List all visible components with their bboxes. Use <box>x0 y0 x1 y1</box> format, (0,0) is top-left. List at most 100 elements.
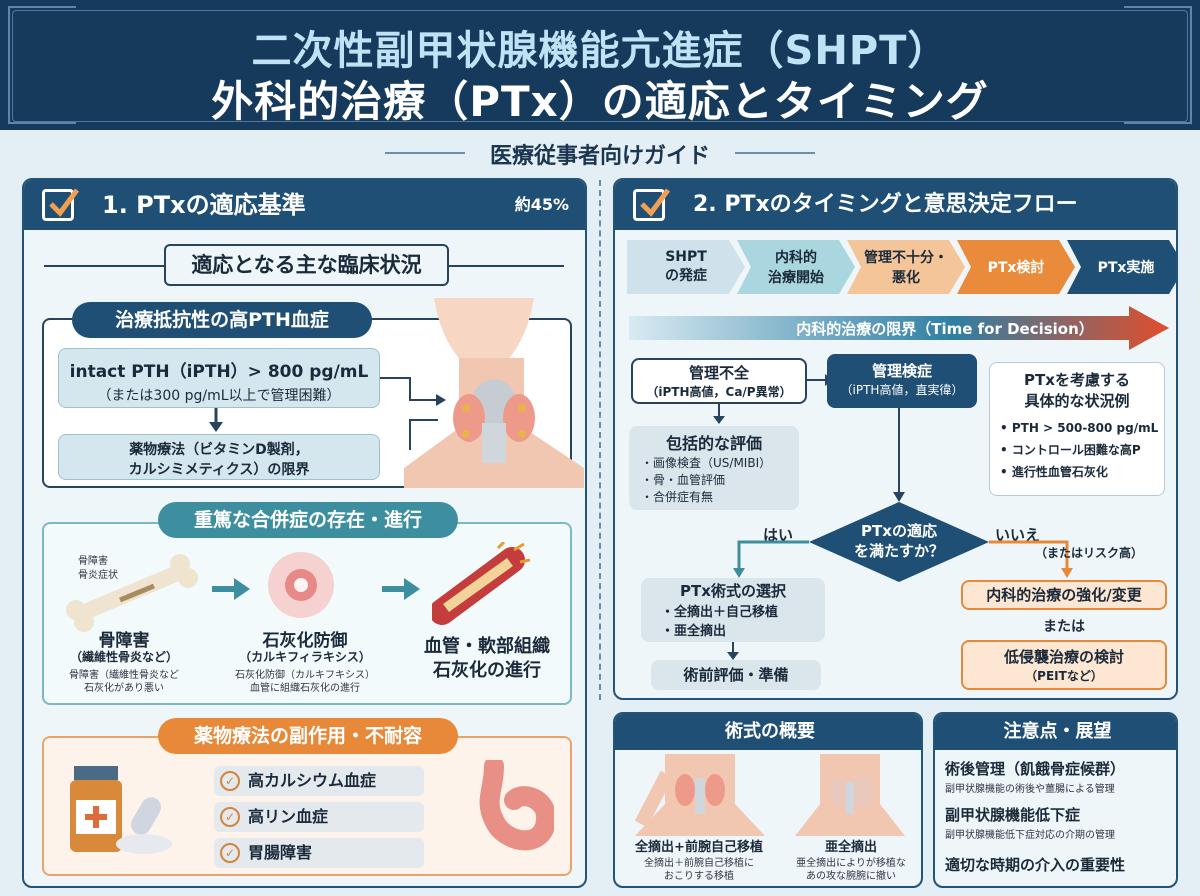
time-limit-arrow <box>629 306 1169 350</box>
down-arrow-icon <box>713 404 725 424</box>
surgery-choice-box: PTx術式の選択 ・全摘出＋自己移植 ・亜全摘出 <box>641 578 825 642</box>
drug-limit-line1: 薬物療法（ビタミンD製剤， <box>129 442 309 458</box>
no-arrow <box>989 540 1073 578</box>
right-arrow-icon <box>382 578 420 600</box>
column-divider <box>599 180 601 700</box>
checkbox-icon <box>633 188 671 221</box>
page-title-line2: 外科的治療（PTx）の適応とタイミング <box>211 77 989 126</box>
surgery-title: 全摘出+前腕自己移植 <box>635 840 763 855</box>
checkbox-icon <box>42 188 80 221</box>
surgery-title: 亜全摘出 <box>824 840 877 855</box>
section1-header: 1. PTxの適応基準 約45% <box>24 180 585 230</box>
check-circle-icon: ✓ <box>220 843 240 863</box>
complication-sub: 石灰化の進行 <box>433 660 541 681</box>
side-effects-heading: 薬物療法の副作用・不耐容 <box>158 718 458 754</box>
bone-icon <box>66 554 198 632</box>
complication-note: 血管に組織石灰化の進行 <box>250 683 360 694</box>
criteria-main: intact PTH（iPTH）> 800 pg/mL <box>69 362 369 382</box>
evaluation-item: ・画像検査（US/MIBI） <box>641 456 772 470</box>
decision-diamond <box>809 502 989 582</box>
divider <box>385 152 465 154</box>
consider-box: PTxを考慮する 具体的な状況例 • PTH > 500-800 pg/mL •… <box>989 362 1165 496</box>
corner-ornament <box>8 56 76 124</box>
header-frame <box>12 10 1188 122</box>
surgery-choice-item: ・全摘出＋自己移植 <box>661 605 779 620</box>
consider-heading-line2: 具体的な状況例 <box>1024 392 1130 410</box>
poor-control-line2: （iPTH高値，Ca/P異常） <box>646 385 792 399</box>
section1-panel: 1. PTxの適応基準 約45% 適応となる主な臨床状況 治療抵抗性の高PTH血… <box>22 178 587 888</box>
clinical-heading: 適応となる主な臨床状況 <box>164 244 449 286</box>
page-subtitle: 医療従事者向けガイド <box>489 144 710 169</box>
bone-tag-line1: 骨障害 <box>78 556 108 567</box>
surgery-choice-item: ・亜全摘出 <box>661 624 727 639</box>
side-effect-item: ✓高カルシウム血症 <box>214 766 424 796</box>
neck-thyroid-illustration <box>404 298 584 488</box>
complication-title: 骨障害 <box>98 631 150 651</box>
decision-no: いいえ <box>995 526 1041 544</box>
complication-sub: （カルキフィラキシス） <box>239 650 371 664</box>
surgery-overview-panel: 術式の概要 全摘出+前腕自己移植 全摘出＋前腕自己移植に おこりする移植 亜全摘… <box>613 712 923 888</box>
time-limit-label: 内科的治療の限界（Time for Decision） <box>796 320 1094 338</box>
flow-chevron <box>957 240 1075 294</box>
surgery-note: あの攻な腕腕に撤い <box>806 871 896 882</box>
bone-tag-line2: 骨炎症状 <box>78 570 118 581</box>
complications-heading: 重篤な合併症の存在・進行 <box>158 502 458 538</box>
decision-no-note: （またはリスク高） <box>1035 546 1144 560</box>
percent-label: 約45% <box>514 195 569 214</box>
neck-subtotal-illustration <box>795 754 905 836</box>
calcification-skin-icon <box>268 552 334 618</box>
complication-note: 骨障害（繊維性骨炎など <box>69 670 179 681</box>
mgmt-check-line2: （iPTH高値，直実徫） <box>840 383 964 397</box>
caution-item-title: 副甲状腺機能低下症 <box>945 806 1081 824</box>
blood-vessel-icon <box>432 542 531 625</box>
corner-ornament <box>1124 6 1192 74</box>
resistant-heading: 治療抵抗性の高PTH血症 <box>72 302 372 338</box>
complication-note: 石灰化があり悪い <box>84 683 164 694</box>
surgery-overview-title: 術式の概要 <box>615 714 921 750</box>
stomach-icon <box>479 760 554 851</box>
mgmt-check-line1: 管理検症 <box>871 362 932 380</box>
caution-item-title: 術後管理（飢餓骨症候群） <box>945 760 1126 778</box>
flow-step-label: PTx検討 <box>987 260 1045 276</box>
decision-yes: はい <box>763 526 794 544</box>
neck-total-illustration <box>635 754 765 836</box>
drug-limit-line2: カルシミメティクス）の限界 <box>128 462 310 478</box>
flow-chevron <box>627 240 745 294</box>
complication-title: 石灰化防御 <box>262 631 348 651</box>
flow-chevron <box>1067 240 1176 294</box>
down-arrow-icon <box>727 642 739 660</box>
surgery-note: おこりする移植 <box>664 871 734 882</box>
evaluation-box: 包括的な評価 ・画像検査（US/MIBI） ・骨・血管評価 ・合併症有無 <box>629 426 799 510</box>
consider-item: • コントロール困難な高P <box>1000 443 1141 457</box>
flow-chevron <box>847 240 965 294</box>
caution-item-note: 副甲状腺機能の術後や薑腸による管理 <box>945 784 1115 795</box>
corner-ornament <box>1124 56 1192 124</box>
preop-box: 術前評価・準備 <box>651 660 821 690</box>
side-effect-item: ✓胃腸障害 <box>214 838 424 868</box>
surgery-choice-heading: PTx術式の選択 <box>680 582 786 600</box>
mgmt-check-box: 管理検症 （iPTH高値，直実徫） <box>827 354 977 408</box>
evaluation-heading: 包括的な評価 <box>665 434 762 453</box>
medicine-bottle-icon <box>70 766 172 854</box>
down-arrow-icon <box>209 408 223 432</box>
minimal-line2: （PEITなど） <box>1025 669 1103 683</box>
corner-ornament <box>8 6 76 74</box>
section2-title: 2. PTxのタイミングと意思決定フロー <box>693 192 1078 217</box>
minimal-invasive-box: 低侵襲治療の検討 （PEITなど） <box>961 640 1167 690</box>
caution-panel: 注意点・展望 術後管理（飢餓骨症候群） 副甲状腺機能の術後や薑腸による管理 副甲… <box>933 712 1178 888</box>
decision-line1: PTxの適応 <box>861 522 937 540</box>
drug-limit-box: 薬物療法（ビタミンD製剤， カルシミメティクス）の限界 <box>58 434 380 480</box>
criteria-box: intact PTH（iPTH）> 800 pg/mL （または300 pg/m… <box>58 348 380 408</box>
poor-control-box: 管理不全 （iPTH高値，Ca/P異常） <box>631 358 807 404</box>
down-arrow-icon <box>893 408 905 502</box>
evaluation-item: ・骨・血管評価 <box>641 473 726 487</box>
complication-note: 石灰化防御（カルキフキシス） <box>235 670 375 681</box>
consider-heading-line1: PTxを考慮する <box>1024 371 1130 389</box>
caution-item-title: 適切な時期の介入の重要性 <box>945 856 1126 874</box>
surgery-note: 全摘出＋前腕自己移植に <box>644 858 754 869</box>
connector-arrow-icon <box>380 377 446 450</box>
consider-item: • 進行性血管石灰化 <box>1000 465 1108 479</box>
